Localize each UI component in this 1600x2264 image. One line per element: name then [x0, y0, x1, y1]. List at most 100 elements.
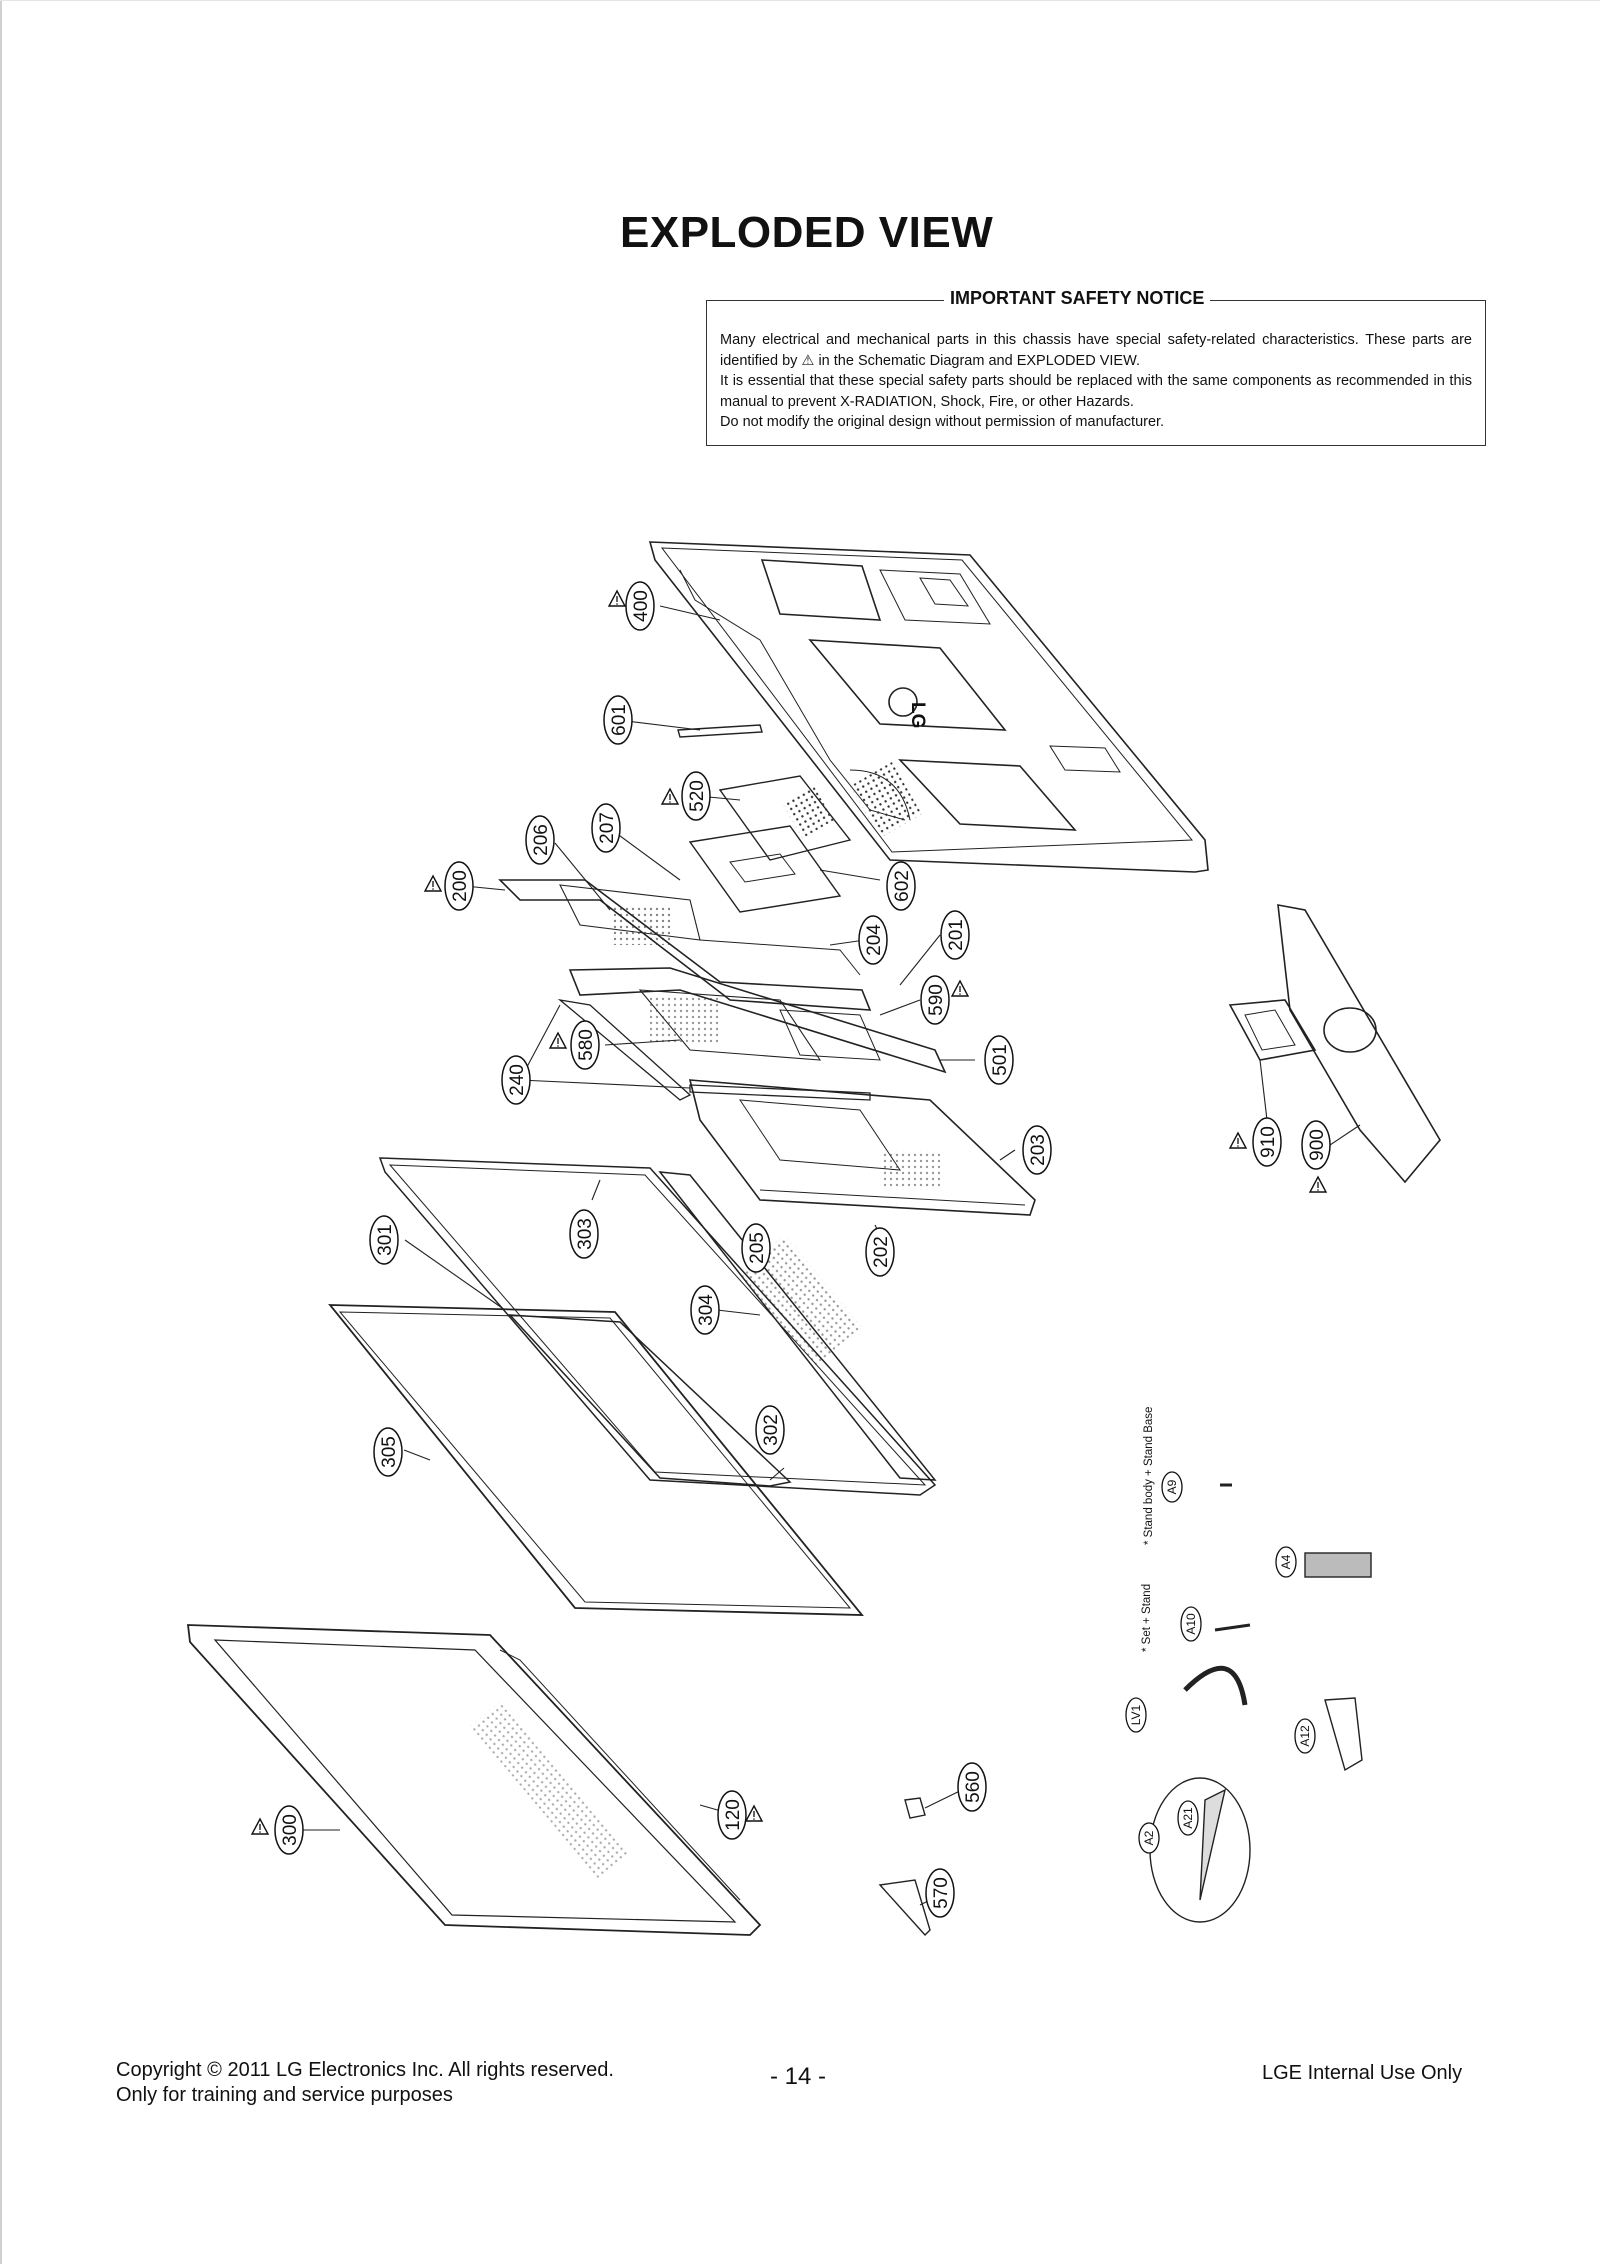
svg-text:520: 520 — [687, 780, 708, 812]
safety-notice-line: It is essential that these special safet… — [720, 373, 1472, 410]
part-label-204: 204 — [858, 915, 888, 965]
front-bezel-300 — [186, 1624, 762, 1936]
part-label-a2: A2 — [1138, 1822, 1160, 1854]
cover-304 — [658, 1171, 937, 1481]
svg-text:120: 120 — [723, 1799, 744, 1831]
power-board-205 — [688, 1079, 1036, 1216]
part-label-202: 202 — [865, 1227, 895, 1277]
part-label-300: 300 — [274, 1805, 304, 1855]
svg-text:A10: A10 — [1184, 1613, 1198, 1635]
svg-text:200: 200 — [450, 870, 471, 902]
svg-text:580: 580 — [576, 1029, 597, 1061]
frame-200 — [498, 879, 872, 1011]
training-line: Only for training and service purposes — [116, 2084, 453, 2106]
part-label-301: 301 — [369, 1215, 399, 1265]
part-label-a10: A10 — [1180, 1606, 1202, 1642]
svg-text:A4: A4 — [1279, 1554, 1293, 1569]
part-label-200: 200 — [444, 861, 474, 911]
part-label-302: 302 — [755, 1405, 785, 1455]
footer-copyright: Copyright © 2011 LG Electronics Inc. All… — [116, 2058, 614, 2108]
note-set-stand: * Set + Stand — [1141, 1584, 1153, 1652]
svg-text:601: 601 — [609, 704, 630, 736]
page-top-edge — [0, 0, 1600, 1]
svg-text:304: 304 — [696, 1294, 717, 1326]
glass-305 — [328, 1304, 864, 1616]
part-label-580: 580 — [570, 1020, 600, 1070]
svg-text:501: 501 — [990, 1044, 1011, 1076]
svg-text:240: 240 — [507, 1064, 528, 1096]
svg-text:301: 301 — [375, 1224, 396, 1256]
frame-301 — [378, 1157, 937, 1496]
svg-text:A9: A9 — [1165, 1479, 1179, 1494]
part-label-a4: A4 — [1275, 1546, 1297, 1578]
lg-logo-text: LG — [907, 702, 928, 728]
back-cover-part — [648, 541, 1209, 873]
svg-text:LV1: LV1 — [1129, 1704, 1143, 1725]
svg-text:910: 910 — [1258, 1126, 1279, 1158]
part-label-400-text: 400 — [631, 590, 652, 622]
part-label-a12: A12 — [1294, 1718, 1316, 1754]
part-label-205: 205 — [741, 1223, 771, 1273]
shield-602 — [688, 825, 842, 913]
safety-notice-heading: IMPORTANT SAFETY NOTICE — [944, 288, 1211, 309]
part-label-206: 206 — [525, 815, 555, 865]
part-label-304: 304 — [690, 1285, 720, 1335]
chassis-201 — [568, 967, 947, 1074]
svg-text:560: 560 — [963, 1771, 984, 1803]
svg-text:570: 570 — [931, 1877, 952, 1909]
sheet-302 — [508, 1314, 792, 1487]
svg-text:203: 203 — [1028, 1134, 1049, 1166]
part-label-303: 303 — [569, 1209, 599, 1259]
part-label-590: 590 — [920, 975, 950, 1025]
part-label-120: 120 — [717, 1790, 747, 1840]
part-label-305: 305 — [373, 1427, 403, 1477]
part-label-910: 910 — [1252, 1117, 1282, 1167]
page-number: - 14 - — [770, 2063, 827, 2090]
part-label-207: 207 — [591, 803, 621, 853]
safety-notice-line: Many electrical and mechanical parts in … — [720, 332, 1472, 369]
part-label-a9: A9 — [1161, 1471, 1183, 1503]
stand-body-910 — [1228, 999, 1317, 1061]
internal-use-label: LGE Internal Use Only — [1262, 2062, 1463, 2084]
part-label-a21: A21 — [1177, 1800, 1199, 1836]
safety-notice-body: Many electrical and mechanical parts in … — [720, 330, 1472, 433]
part-label-570: 570 — [925, 1868, 955, 1918]
part-label-560: 560 — [957, 1762, 987, 1812]
svg-text:602: 602 — [892, 870, 913, 902]
part-label-203: 203 — [1022, 1125, 1052, 1175]
svg-text:207: 207 — [597, 812, 618, 844]
svg-text:202: 202 — [871, 1236, 892, 1268]
page-title: EXPLODED VIEW — [620, 208, 994, 257]
svg-text:204: 204 — [864, 924, 885, 956]
svg-text:A12: A12 — [1298, 1725, 1312, 1747]
part-label-602: 602 — [886, 861, 916, 911]
svg-text:302: 302 — [761, 1414, 782, 1446]
svg-text:206: 206 — [531, 824, 552, 856]
svg-text:A2: A2 — [1142, 1830, 1156, 1845]
part-label-501: 501 — [984, 1035, 1014, 1085]
part-label-400: 400 — [625, 581, 655, 631]
svg-text:201: 201 — [946, 919, 967, 951]
svg-text:300: 300 — [280, 1814, 301, 1846]
svg-text:303: 303 — [575, 1218, 596, 1250]
rail-240 — [557, 998, 871, 1101]
bracket-601 — [677, 724, 763, 738]
copyright-line: Copyright © 2011 LG Electronics Inc. All… — [116, 2059, 614, 2081]
small-parts — [878, 1483, 1372, 1937]
part-label-601: 601 — [603, 695, 633, 745]
stand-base-900 — [1277, 904, 1441, 1184]
part-label-lv1: LV1 — [1125, 1697, 1147, 1733]
part-label-201: 201 — [940, 910, 970, 960]
lg-logo: LG — [888, 687, 928, 728]
leader-lines — [303, 605, 1361, 1906]
svg-text:A21: A21 — [1181, 1807, 1195, 1829]
note-stand-body-base: * Stand body + Stand Base — [1143, 1407, 1155, 1545]
page-left-edge — [0, 0, 2, 2264]
part-label-520: 520 — [681, 771, 711, 821]
main-board-520 — [718, 775, 852, 861]
safety-notice-line: Do not modify the original design withou… — [720, 414, 1165, 430]
svg-text:590: 590 — [926, 984, 947, 1016]
svg-text:305: 305 — [379, 1436, 400, 1468]
part-label-240: 240 — [501, 1055, 531, 1105]
